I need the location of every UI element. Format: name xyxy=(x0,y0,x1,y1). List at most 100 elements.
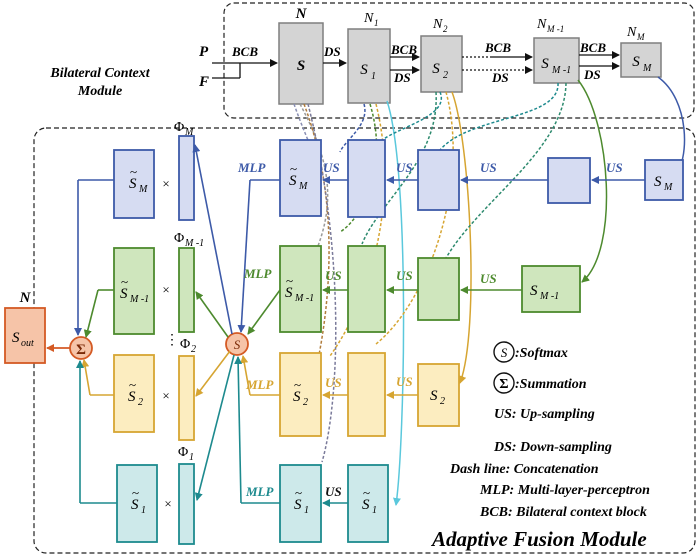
us-label-green-3: US xyxy=(480,271,497,286)
row-yellow xyxy=(113,352,460,441)
times-sign-m1: × xyxy=(162,282,169,297)
svg-text:S: S xyxy=(293,389,301,405)
svg-text:M: M xyxy=(663,182,673,193)
us-label-blue-4: US xyxy=(606,160,623,175)
us-label-blue-1: US xyxy=(323,160,340,175)
legend-softmax-text: :Softmax xyxy=(515,346,568,361)
times-sign-1: × xyxy=(164,496,171,511)
svg-text:N: N xyxy=(363,11,374,26)
phi-1-bar xyxy=(178,463,195,545)
svg-text:~: ~ xyxy=(295,485,302,500)
summation-symbol: Σ xyxy=(76,342,86,358)
svg-text:N: N xyxy=(432,17,443,32)
svg-text:N: N xyxy=(626,25,637,40)
svg-text:~: ~ xyxy=(129,377,136,392)
svg-text:2: 2 xyxy=(443,24,448,34)
yellow-s2-box xyxy=(417,363,460,427)
mlp-tilde-s1-label: S ~ 1 xyxy=(294,485,309,516)
svg-text:M -1: M -1 xyxy=(539,291,559,302)
svg-text:S: S xyxy=(541,56,549,72)
input-f: F xyxy=(198,74,209,90)
bilateral-title-line2: Module xyxy=(77,84,122,99)
softmax-symbol: S xyxy=(234,337,241,352)
svg-text:M -1: M -1 xyxy=(546,24,564,34)
legend-summation-icon xyxy=(493,372,515,394)
svg-text:M: M xyxy=(642,63,652,74)
blue-sm-box xyxy=(644,159,684,201)
svg-text:M: M xyxy=(636,32,645,42)
svg-text:~: ~ xyxy=(294,377,301,392)
ds-label-2: DS xyxy=(491,70,509,85)
svg-text:S: S xyxy=(131,497,139,513)
blue-mid-box xyxy=(417,149,460,211)
legend: S :Softmax Σ :Summation US: Up-sampling … xyxy=(449,341,650,520)
mlp-label-blue: MLP xyxy=(237,160,267,175)
mlp-tilde-sm1-label: S ~ M -1 xyxy=(285,273,314,304)
svg-text:Φ: Φ xyxy=(180,337,190,352)
phi-2-label: Φ 2 xyxy=(180,337,196,355)
svg-text:S: S xyxy=(285,285,293,301)
svg-text:1: 1 xyxy=(372,505,377,516)
svg-text:1: 1 xyxy=(141,505,146,516)
right-sm1-label: S M -1 xyxy=(530,283,559,302)
tilde-s2-label: S ~ 2 xyxy=(128,377,143,408)
svg-text:S: S xyxy=(432,61,440,77)
svg-text:S: S xyxy=(297,58,305,74)
times-sign-m: × xyxy=(162,176,169,191)
teal-mlp-box xyxy=(279,464,322,543)
encoder-node-nm: S M xyxy=(620,42,662,78)
svg-text:N: N xyxy=(536,17,547,32)
tilde-s1-box xyxy=(116,464,158,543)
svg-text:~: ~ xyxy=(286,273,293,288)
svg-text:S: S xyxy=(530,283,538,299)
svg-text:~: ~ xyxy=(121,274,128,289)
phi-m-bar xyxy=(178,135,195,221)
input-p: P xyxy=(199,44,209,60)
output-box xyxy=(4,307,46,364)
link-sm1-down xyxy=(577,79,608,283)
tilde-sm-label: S ~ M xyxy=(129,164,148,195)
softmax-node xyxy=(225,332,249,356)
us-label-yellow-2: US xyxy=(396,374,413,389)
top-label-n2: N 2 xyxy=(432,17,448,34)
tilde-sm1-box xyxy=(113,247,155,335)
green-us-box xyxy=(347,245,386,333)
top-label-nm1: N M -1 xyxy=(536,17,564,34)
bcb-label-0: BCB xyxy=(231,44,258,59)
encoder-node-nm1: S M -1 xyxy=(533,37,580,84)
bcb-label-2: BCB xyxy=(484,40,511,55)
legend-us: US: Up-sampling xyxy=(494,407,595,422)
output-sub: out xyxy=(21,338,34,349)
svg-text:Σ: Σ xyxy=(499,377,508,392)
mlp-label-yellow: MLP xyxy=(245,377,275,392)
svg-text:1: 1 xyxy=(374,18,379,28)
svg-text:1: 1 xyxy=(304,505,309,516)
tilde-sm-box xyxy=(113,149,155,219)
svg-text:2: 2 xyxy=(440,396,445,407)
output-n-label: N xyxy=(19,290,32,306)
legend-summation-text: :Summation xyxy=(515,377,587,392)
mlp-label-teal: MLP xyxy=(245,484,275,499)
green-sm1-box xyxy=(521,265,581,313)
ds-label-1: DS xyxy=(393,70,411,85)
svg-text:M -1: M -1 xyxy=(129,294,149,305)
phi-m-label: Φ M xyxy=(174,120,194,138)
legend-dash: Dash line: Concatenation xyxy=(449,462,599,477)
svg-text:S: S xyxy=(430,388,438,404)
svg-text:S: S xyxy=(632,54,640,70)
encoder-node-n: S xyxy=(278,22,324,105)
svg-text:S: S xyxy=(360,62,368,78)
svg-text:Φ: Φ xyxy=(178,445,188,460)
svg-text:M -1: M -1 xyxy=(184,238,204,249)
blue-us-box xyxy=(347,139,386,218)
phi-2-bar xyxy=(178,355,195,441)
link-s2-down xyxy=(451,91,472,384)
svg-text:Φ: Φ xyxy=(174,231,184,246)
legend-softmax-icon xyxy=(493,341,515,363)
mlp-label-green: MLP xyxy=(243,266,273,281)
svg-text:S: S xyxy=(362,497,370,513)
svg-text:S: S xyxy=(128,389,136,405)
svg-text:2: 2 xyxy=(138,397,143,408)
